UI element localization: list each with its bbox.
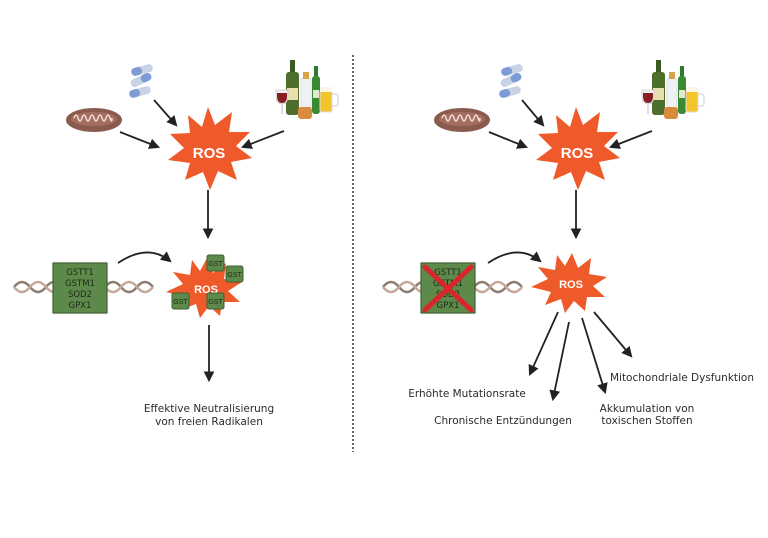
arrow-alcohol-to-ros: [240, 130, 285, 149]
mitochondrion-icon: [433, 107, 491, 133]
outcome-text: Erhöhte Mutationsrate: [408, 388, 526, 400]
left-panel: ROS GSTT1 GSTM1 SOD2 GPX1 ROS GST GST GS…: [12, 59, 339, 428]
gene-label: GSTM1: [433, 279, 463, 289]
arrow-to-outcome: [528, 311, 559, 376]
arrow-mito-to-ros: [119, 131, 161, 149]
gene-label: GSTT1: [66, 268, 94, 278]
arrow-pills-to-ros: [521, 99, 545, 127]
gene-label: GPX1: [69, 301, 92, 311]
arrow-pills-to-ros: [153, 99, 178, 127]
dna-strand-right: [472, 280, 524, 294]
outcome-text: Effektive Neutralisierung: [144, 403, 274, 415]
arrow-genes-to-ros: [117, 251, 172, 264]
outcome-text: Mitochondriale Dysfunktion: [610, 372, 754, 384]
mitochondrion-icon: [65, 107, 123, 133]
arrow-mito-to-ros: [488, 131, 529, 149]
arrow-to-outcome: [549, 321, 570, 402]
outcome-text: Chronische Entzündungen: [434, 415, 572, 427]
gst-enzyme: GST: [171, 292, 190, 310]
gene-label: GSTM1: [65, 279, 95, 289]
svg-text:GST: GST: [208, 299, 223, 306]
gene-label: GPX1: [437, 301, 460, 311]
gst-enzyme: GST: [206, 254, 225, 272]
dna-strand-right: [103, 280, 155, 294]
arrow-genes-to-ros: [487, 251, 542, 264]
svg-text:GST: GST: [208, 261, 223, 268]
unneutralized-ros-burst: [531, 253, 607, 313]
alcohol-icon: [275, 59, 339, 120]
ros-burst: [536, 107, 620, 190]
arrow-to-outcome: [581, 317, 608, 395]
outcome-text: toxischen Stoffen: [601, 415, 692, 427]
gene-box: [52, 262, 108, 314]
ros-label: ROS: [193, 145, 226, 162]
ros-label: ROS: [559, 279, 583, 291]
svg-text:GST: GST: [173, 299, 188, 306]
alcohol-icon: [641, 59, 705, 120]
outcome-text: von freien Radikalen: [155, 416, 263, 428]
right-panel: ROS GSTT1 GSTM1 SOD2 GPX1 ROS Erhöhte Mu…: [381, 59, 754, 427]
svg-text:GST: GST: [227, 272, 242, 279]
gst-enzyme: GST: [206, 292, 225, 310]
gene-label: SOD2: [436, 290, 460, 300]
cross-out-mark: [422, 264, 474, 313]
pills-icon: [128, 63, 154, 99]
ros-label: ROS: [561, 145, 594, 162]
outcome-text: Akkumulation von: [600, 403, 695, 415]
arrow-alcohol-to-ros: [608, 130, 653, 149]
gene-label: SOD2: [68, 290, 92, 300]
gene-label: GSTT1: [434, 268, 462, 278]
ros-burst: [168, 107, 252, 190]
gst-enzyme: GST: [225, 265, 244, 283]
arrow-to-outcome: [593, 311, 633, 358]
pills-icon: [498, 63, 524, 99]
